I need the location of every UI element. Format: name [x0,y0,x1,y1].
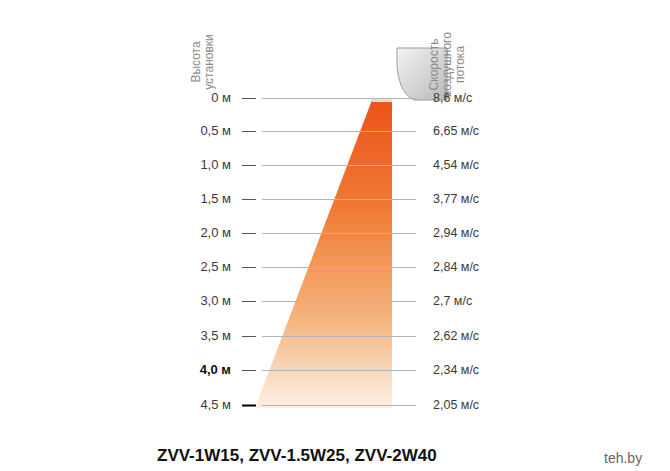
speed-label: 2,05 м/с [433,397,479,413]
height-label: 1,0 м [200,157,231,173]
tick-mark [242,131,256,132]
speed-label: 4,54 м/с [433,157,479,173]
speed-label: 2,7 м/с [433,293,472,309]
height-label: 1,5 м [200,191,231,207]
axis-header: Скорость воздушного потока [428,27,467,101]
speed-label: 3,77 м/с [433,191,479,207]
model-caption: ZVV-1W15, ZVV-1.5W25, ZVV-2W40 [157,446,437,466]
height-line [262,131,416,132]
speed-label: 2,62 м/с [433,328,479,344]
speed-label: 2,34 м/с [433,362,479,378]
speed-label: 2,94 м/с [433,225,479,241]
tick-mark [242,233,256,234]
height-line [262,165,416,166]
speed-label: 2,84 м/с [433,259,479,275]
tick-mark [242,405,256,407]
height-label: 3,5 м [200,328,231,344]
speed-label: 6,65 м/с [433,123,479,139]
tick-mark [242,199,256,200]
height-label: 3,0 м [200,293,231,309]
height-label: 2,0 м [200,225,231,241]
tick-mark [242,370,256,371]
tick-mark [242,336,256,337]
height-line [262,199,416,200]
axis-header: Высота установки [190,25,216,99]
tick-mark [242,98,256,99]
height-line [262,98,416,99]
height-label: 4,0 м [200,362,231,378]
tick-mark [242,165,256,166]
height-label: 2,5 м [200,259,231,275]
height-label: 0 м [211,90,231,106]
height-line [262,233,416,234]
height-line [262,267,416,268]
tick-mark [242,301,256,302]
watermark: teh.by [582,449,648,467]
tick-mark [242,267,256,268]
height-line [262,405,416,406]
height-line [262,301,416,302]
heat-flow [255,100,392,408]
height-label: 0,5 м [200,123,231,139]
height-label: 4,5 м [200,397,231,413]
height-line [262,370,416,371]
height-line [262,336,416,337]
speed-label: 8,6 м/с [433,90,472,106]
